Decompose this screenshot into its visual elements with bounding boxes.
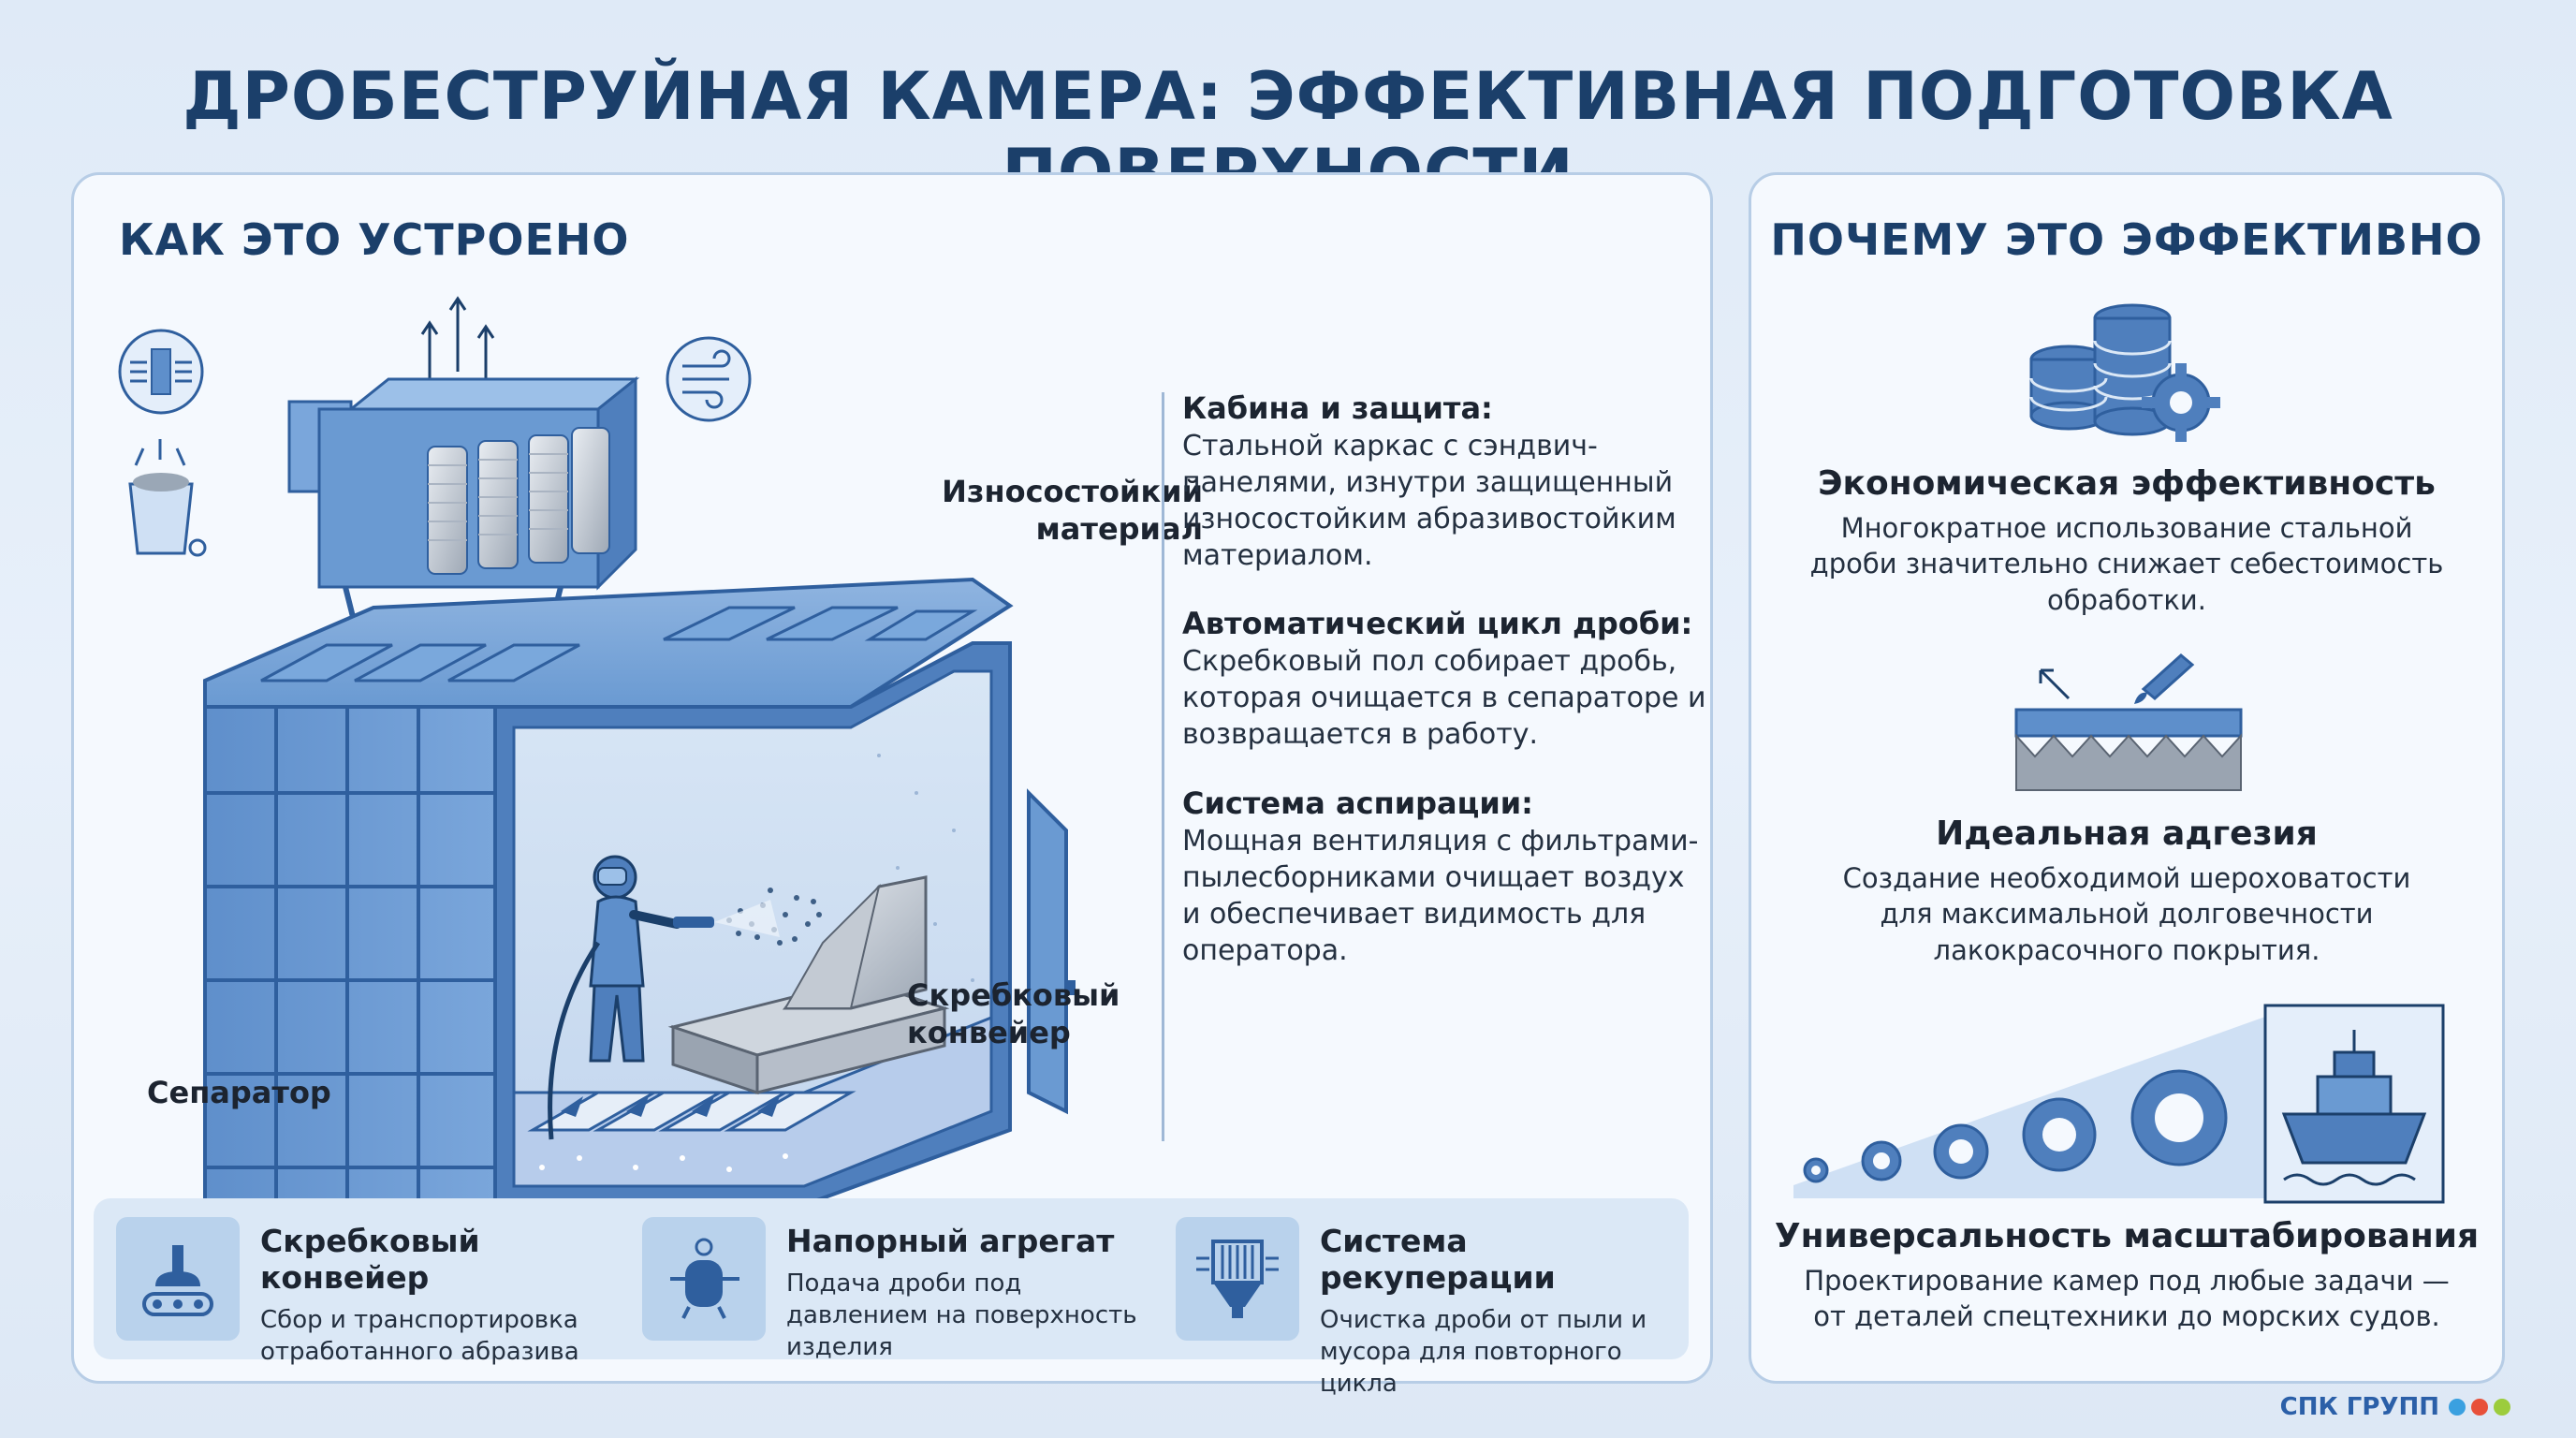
scraper-icon [116, 1217, 240, 1341]
coins-gear-icon [2029, 303, 2220, 442]
benefit-adhesion: Идеальная адгезия Создание необходимой ш… [1842, 814, 2411, 966]
description-cabin: Кабина и защита: Стальной каркас с сэндв… [1182, 390, 1676, 573]
wear-material-label: Износостойкий материал [942, 474, 1203, 547]
description-divider [1162, 392, 1164, 1141]
pressure-tank-icon [642, 1217, 766, 1341]
benefit-scaling: Универсальность масштабирования Проектир… [1774, 1217, 2480, 1333]
brand-name: СПК ГРУПП [2279, 1393, 2439, 1421]
operator-figure [548, 855, 714, 1140]
surface-profile-icon [2014, 653, 2243, 791]
scaling-gears-ship-icon [1793, 1004, 2445, 1204]
workpiece [667, 875, 950, 1095]
filter-airflow-icon [118, 329, 204, 415]
card-recovery-system: Система рекуперации Очистка дроби от пыл… [1176, 1217, 1681, 1398]
brand-logo: СПК ГРУПП [2280, 1393, 2510, 1421]
separator-label: Сепаратор [147, 1075, 331, 1110]
benefit-economy: Экономическая эффективность Многократное… [1809, 464, 2444, 616]
brand-dot-blue [2449, 1399, 2466, 1416]
brand-dot-red [2471, 1399, 2488, 1416]
description-aspiration: Система аспирации: Мощная вентиляция с ф… [1182, 785, 1699, 968]
recovery-filter-icon [1176, 1217, 1299, 1341]
description-shot-cycle: Автоматический цикл дроби: Скребковый по… [1182, 606, 1706, 752]
components-strip: Скребковый конвейер Сбор и транспортиров… [94, 1198, 1689, 1398]
ventilation-fan-icon [666, 336, 752, 422]
brand-dot-green [2494, 1399, 2510, 1416]
blast-chamber-illustration [118, 296, 1076, 1299]
how-it-works-heading: КАК ЭТО УСТРОЕНО [119, 214, 630, 265]
why-effective-heading: ПОЧЕМУ ЭТО ЭФФЕКТИВНО [1770, 214, 2483, 265]
how-it-works-panel: КАК ЭТО УСТРОЕНО [71, 172, 1713, 1384]
card-pressure-unit: Напорный агрегат Подача дроби под давлен… [642, 1217, 1166, 1361]
card-scraper-conveyor: Скребковый конвейер Сбор и транспортиров… [116, 1217, 622, 1366]
dust-bin-icon [128, 439, 207, 557]
scraper-conveyor-label: Скребковый конвейер [907, 977, 1120, 1050]
filter-unit [287, 375, 640, 625]
